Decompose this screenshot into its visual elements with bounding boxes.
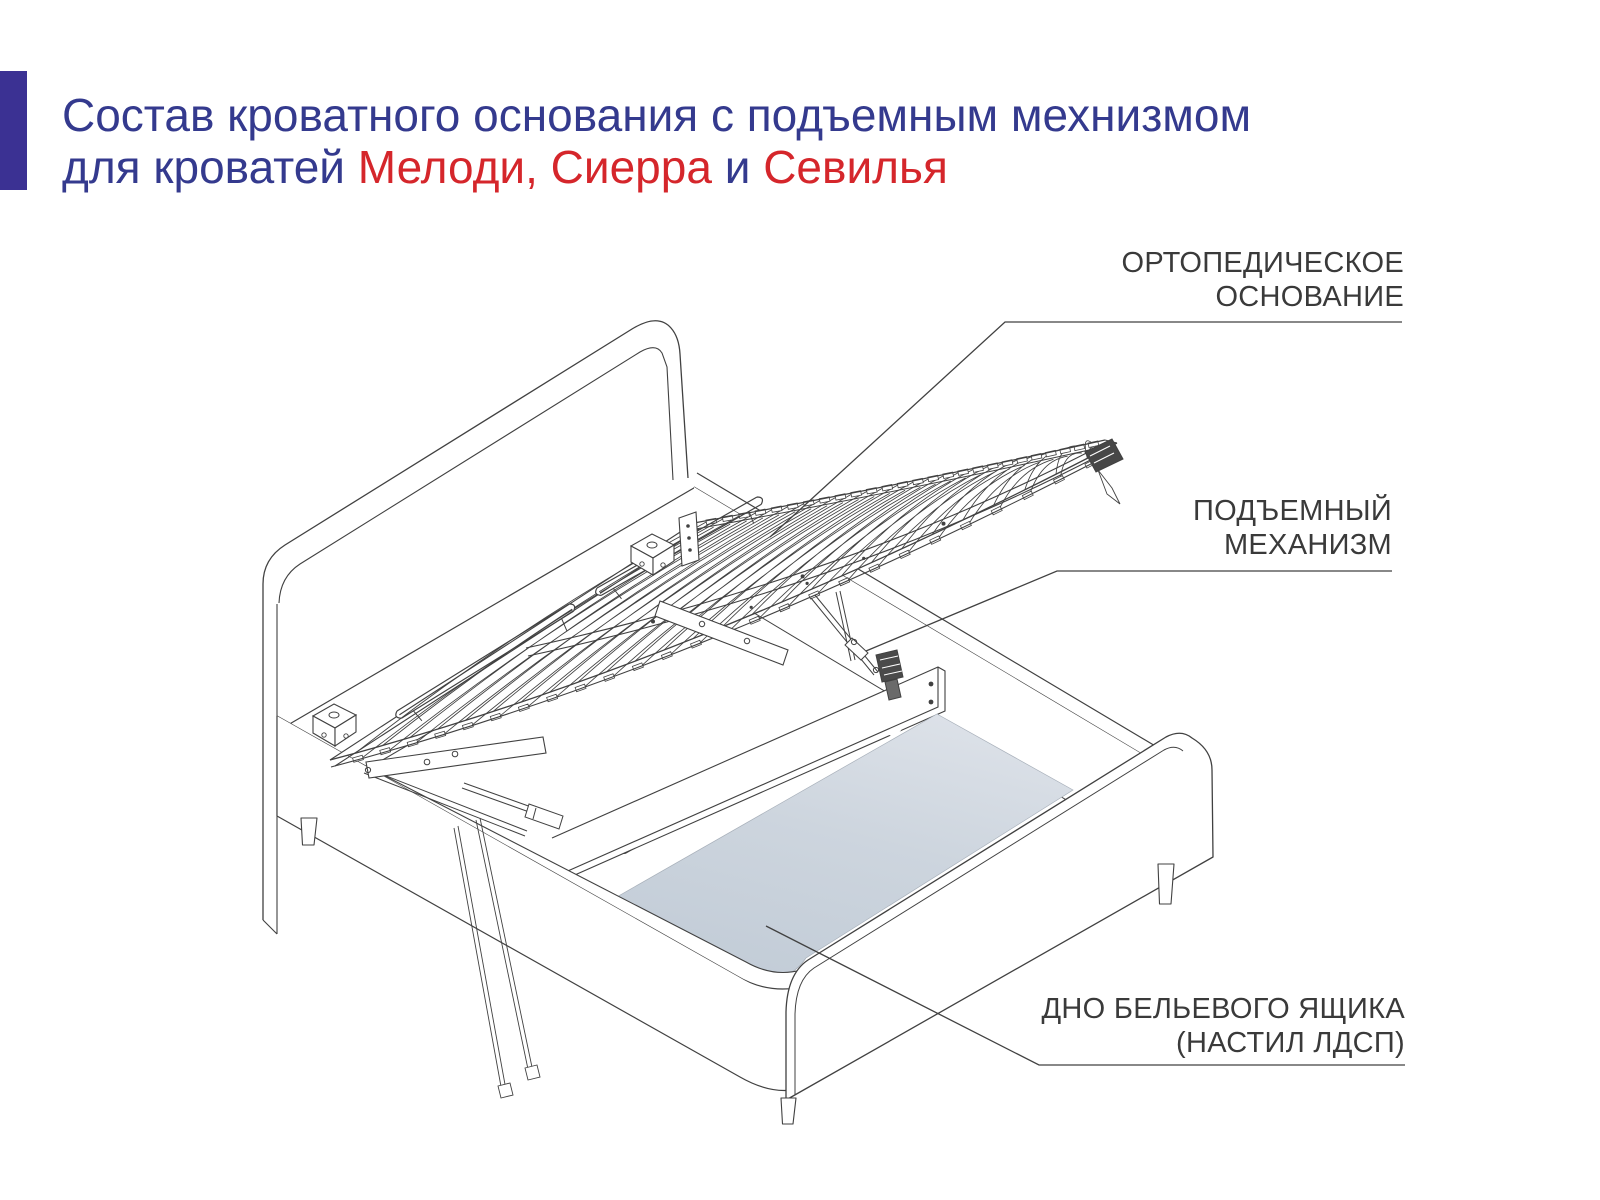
accent-bar bbox=[0, 71, 27, 190]
title-line1: Состав кроватного основания с подъемным … bbox=[62, 89, 1252, 141]
title-line2-navy: для кроватей bbox=[62, 141, 358, 193]
leader-lines bbox=[765, 321, 1405, 1066]
lift-mechanism-left bbox=[363, 736, 564, 1099]
leader-drawer-bottom bbox=[765, 925, 1405, 1066]
label-lift-mechanism: ПОДЪЕМНЫЙ МЕХАНИЗМ bbox=[1193, 494, 1392, 562]
label-lift-mechanism-line1: ПОДЪЕМНЫЙ bbox=[1192, 495, 1392, 527]
label-drawer-bottom-line1: ДНО БЕЛЬЕВОГО ЯЩИКА bbox=[1041, 993, 1405, 1025]
label-drawer-bottom-line2: (НАСТИЛ ЛДСП) bbox=[1176, 1027, 1405, 1059]
title-line2-red1: Мелоди, Сиерра bbox=[357, 141, 712, 193]
hinge-block-left bbox=[311, 703, 358, 748]
label-orthopedic-base-line1: ОРТОПЕДИЧЕСКОЕ bbox=[1121, 247, 1404, 279]
page-title: Состав кроватного основания с подъемным … bbox=[62, 89, 1251, 193]
label-orthopedic-base: ОРТОПЕДИЧЕСКОЕ ОСНОВАНИЕ bbox=[1121, 246, 1404, 314]
hinge-block-rear bbox=[629, 511, 700, 577]
bed-legs bbox=[300, 817, 1175, 1125]
leader-lift-mechanism bbox=[865, 570, 1392, 652]
label-lift-mechanism-line2: МЕХАНИЗМ bbox=[1223, 529, 1392, 561]
title-line2-mid: и bbox=[711, 141, 764, 193]
lift-mechanism-middle bbox=[654, 590, 904, 701]
leader-orthopedic-base bbox=[769, 321, 1402, 538]
label-orthopedic-base-line2: ОСНОВАНИЕ bbox=[1215, 281, 1404, 313]
label-drawer-bottom: ДНО БЕЛЬЕВОГО ЯЩИКА (НАСТИЛ ЛДСП) bbox=[1041, 992, 1405, 1060]
title-line2-red2: Севилья bbox=[763, 141, 948, 193]
footboard bbox=[785, 732, 1214, 1101]
divider-plank bbox=[551, 666, 946, 883]
title-line2: для кроватей Мелоди, Сиерра и Севилья bbox=[62, 141, 1251, 193]
